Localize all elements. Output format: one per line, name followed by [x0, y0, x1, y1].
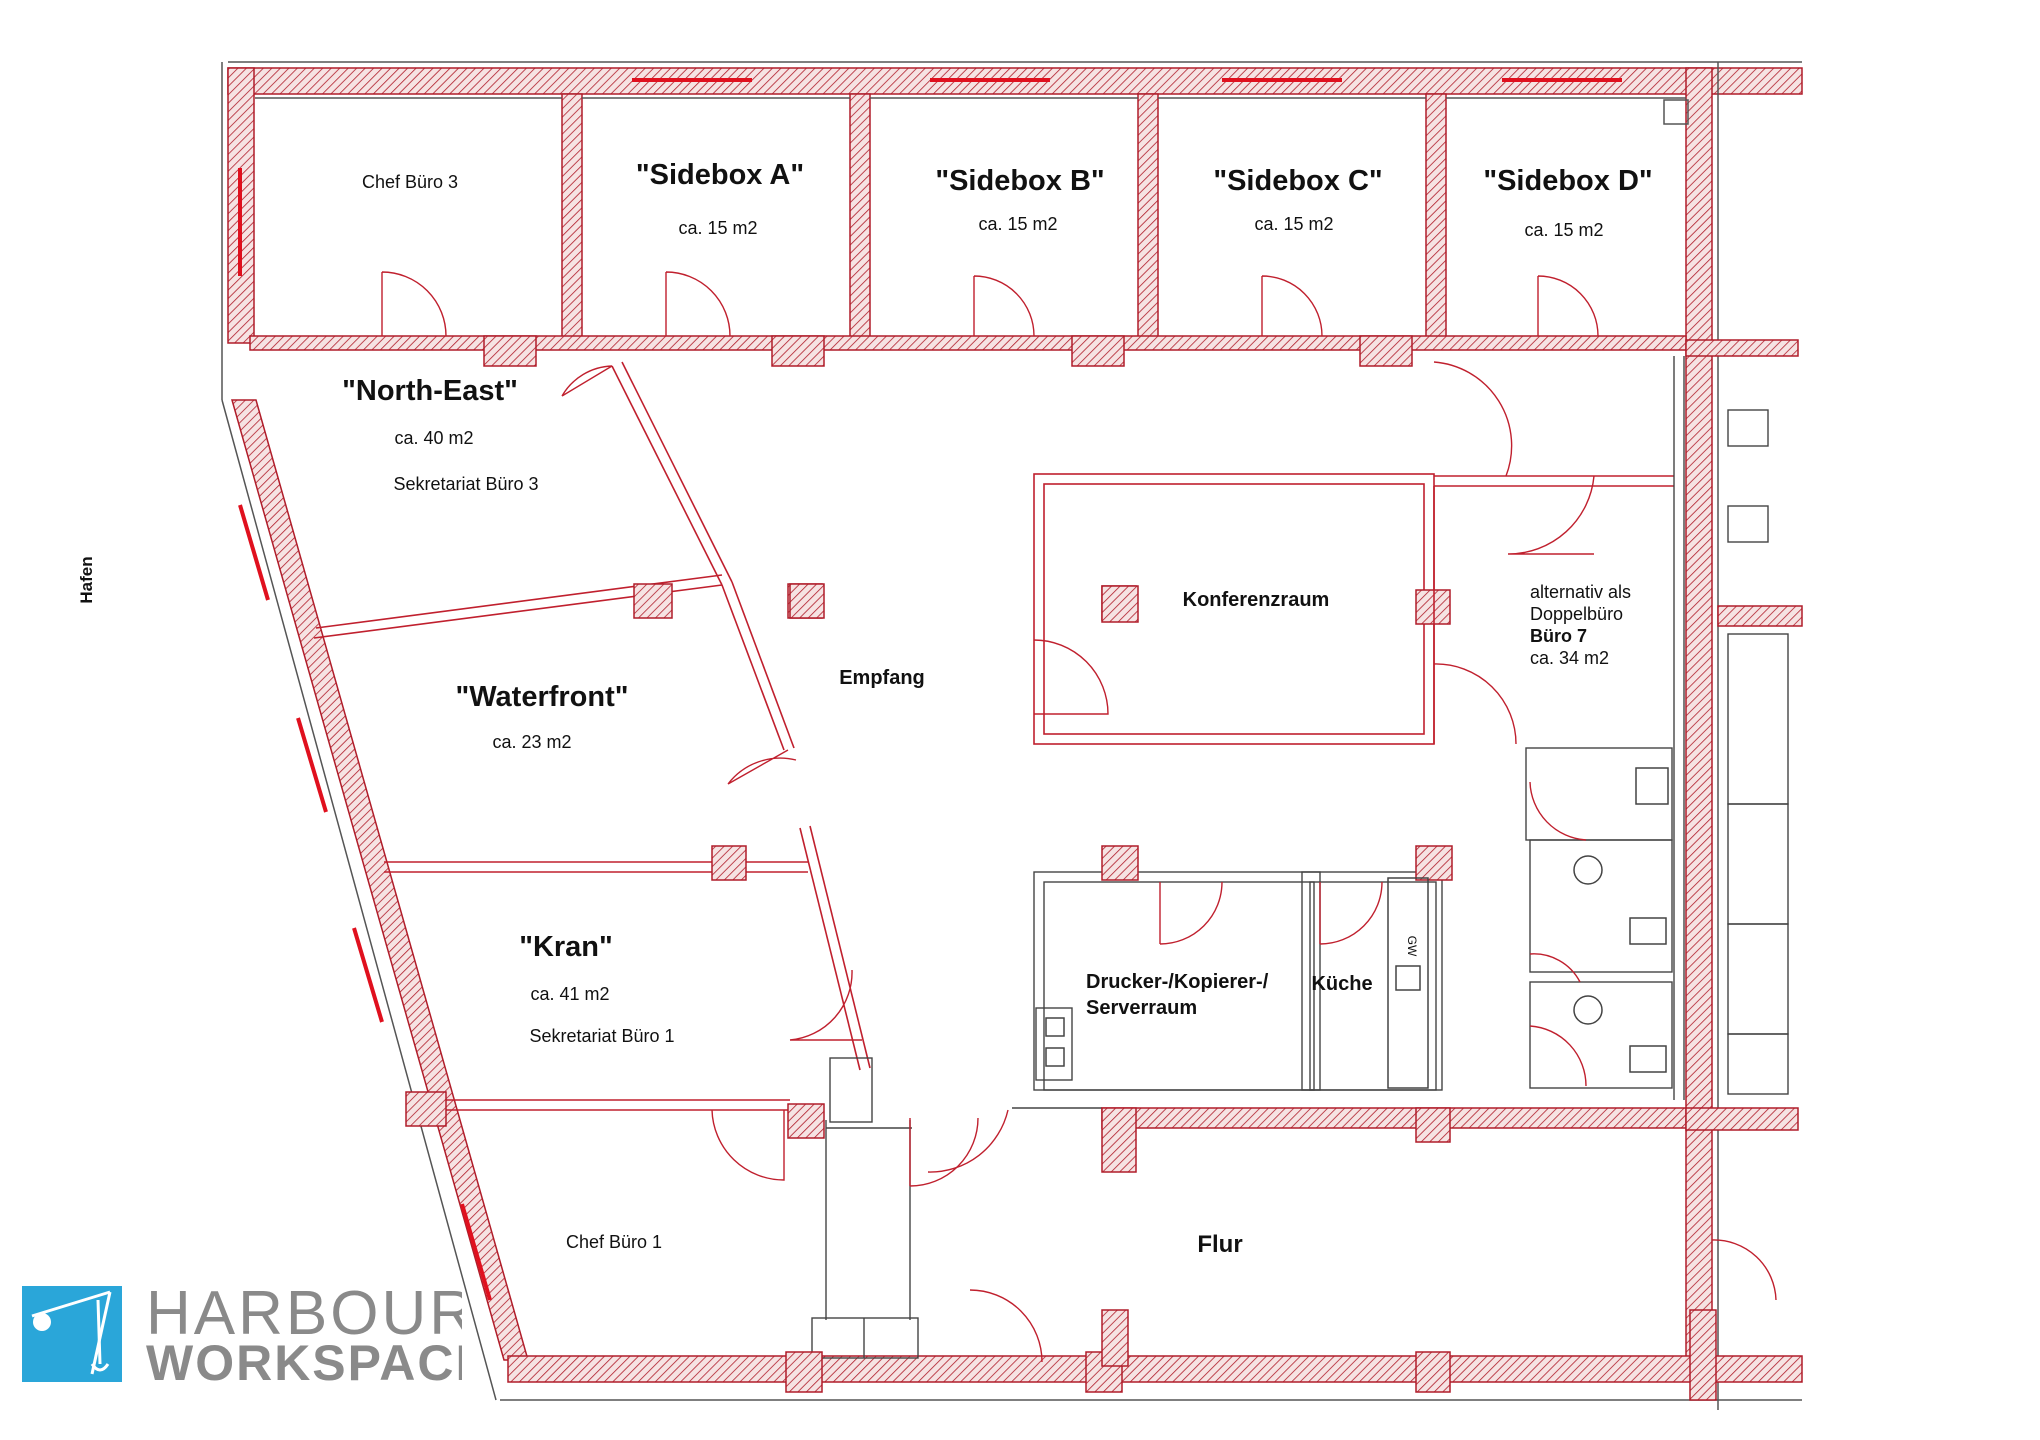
- label-konferenzraum: Konferenzraum: [1183, 589, 1330, 611]
- flur-walls: [927, 1107, 1799, 1401]
- label-chef-buero-3: Chef Büro 3: [362, 172, 458, 192]
- label-chef-buero-1: Chef Büro 1: [566, 1232, 662, 1252]
- label-gw: GW: [1405, 936, 1419, 957]
- label-north-east: "North-East": [342, 375, 518, 407]
- wc-block: [1525, 747, 1673, 1089]
- crane-icon: [22, 1286, 122, 1382]
- label-alt-line3: Büro 7: [1530, 626, 1587, 646]
- label-sidebox-b: "Sidebox B": [935, 165, 1104, 197]
- harbour-workspace-logo: HARBOUR WORKSPACE: [22, 1279, 462, 1386]
- label-sidebox-c: "Sidebox C": [1213, 165, 1382, 197]
- label-sidebox-b-area: ca. 15 m2: [978, 214, 1057, 234]
- label-alt-line1: alternativ als: [1530, 582, 1631, 602]
- logo-line2: WORKSPACE: [146, 1335, 462, 1386]
- label-north-east-sub: Sekretariat Büro 3: [393, 474, 538, 494]
- label-waterfront-area: ca. 23 m2: [492, 732, 571, 752]
- label-sidebox-d: "Sidebox D": [1483, 165, 1652, 197]
- label-sidebox-a-area: ca. 15 m2: [678, 218, 757, 238]
- logo-line1: HARBOUR: [146, 1279, 462, 1348]
- service-rooms: [1033, 845, 1453, 1091]
- label-alt-line2: Doppelbüro: [1530, 604, 1623, 624]
- room-labels: Chef Büro 3 "Sidebox A" ca. 15 m2 "Sideb…: [77, 159, 1653, 1258]
- label-flur: Flur: [1197, 1231, 1242, 1258]
- label-sidebox-a: "Sidebox A": [636, 159, 804, 191]
- label-waterfront: "Waterfront": [455, 681, 628, 713]
- label-sidebox-c-area: ca. 15 m2: [1254, 214, 1333, 234]
- top-row-doors: [381, 271, 1599, 337]
- chef-buero-1-walls: [785, 1057, 979, 1393]
- east-annex: [1717, 409, 1803, 1095]
- label-sidebox-d-area: ca. 15 m2: [1524, 220, 1603, 240]
- label-alt-line4: ca. 34 m2: [1530, 648, 1609, 668]
- label-north-east-area: ca. 40 m2: [394, 428, 473, 448]
- label-drucker-line2: Serverraum: [1086, 997, 1197, 1019]
- label-empfang: Empfang: [839, 667, 925, 689]
- pillars: [789, 583, 1139, 623]
- label-kran-sub: Sekretariat Büro 1: [529, 1026, 674, 1046]
- label-kran: "Kran": [519, 931, 613, 963]
- top-row-partitions: [249, 93, 1799, 367]
- label-kran-area: ca. 41 m2: [530, 984, 609, 1004]
- windows: [238, 78, 1622, 1301]
- label-hafen: Hafen: [77, 556, 96, 603]
- outer-walls: [221, 61, 1803, 1410]
- label-kueche: Küche: [1311, 973, 1372, 995]
- label-drucker-line1: Drucker-/Kopierer-/: [1086, 971, 1269, 993]
